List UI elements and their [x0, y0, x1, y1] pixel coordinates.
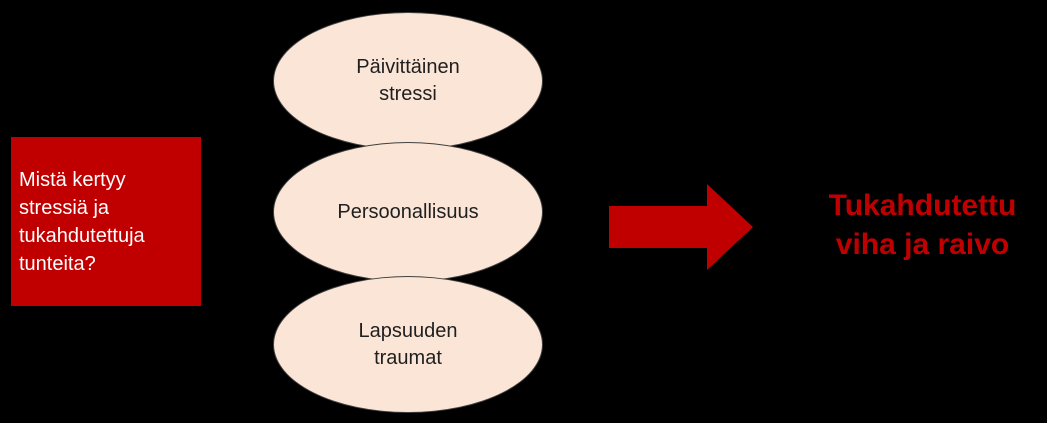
cause-ellipse-childhood-traumas: Lapsuuden traumat [273, 276, 543, 413]
result-line: viha ja raivo [835, 228, 1010, 261]
cause-label-line: Päivittäinen [356, 56, 460, 78]
cause-label-line: traumat [374, 346, 442, 369]
question-line: tukahdutettuja [19, 224, 145, 247]
question-line: stressiä ja [19, 196, 110, 219]
right-arrow-shape [609, 184, 753, 270]
question-line: tunteita? [19, 252, 96, 275]
cause-label-line: Persoonallisuus [337, 200, 479, 223]
question-line: Mistä kertyy [19, 168, 126, 191]
result-line: Tukahdutettu [828, 189, 1017, 222]
right-arrow-icon [609, 184, 753, 270]
cause-ellipse-daily-stress: Päivittäinen stressi [273, 12, 543, 150]
cause-ellipse-personality: Persoonallisuus [273, 142, 543, 282]
result-text: Tukahdutettu viha ja raivo [800, 186, 1045, 264]
cause-label-line: Lapsuuden [358, 319, 458, 342]
cause-label-line: stressi [379, 83, 437, 105]
question-box: Mistä kertyy stressiä ja tukahdutettuja … [11, 137, 201, 306]
